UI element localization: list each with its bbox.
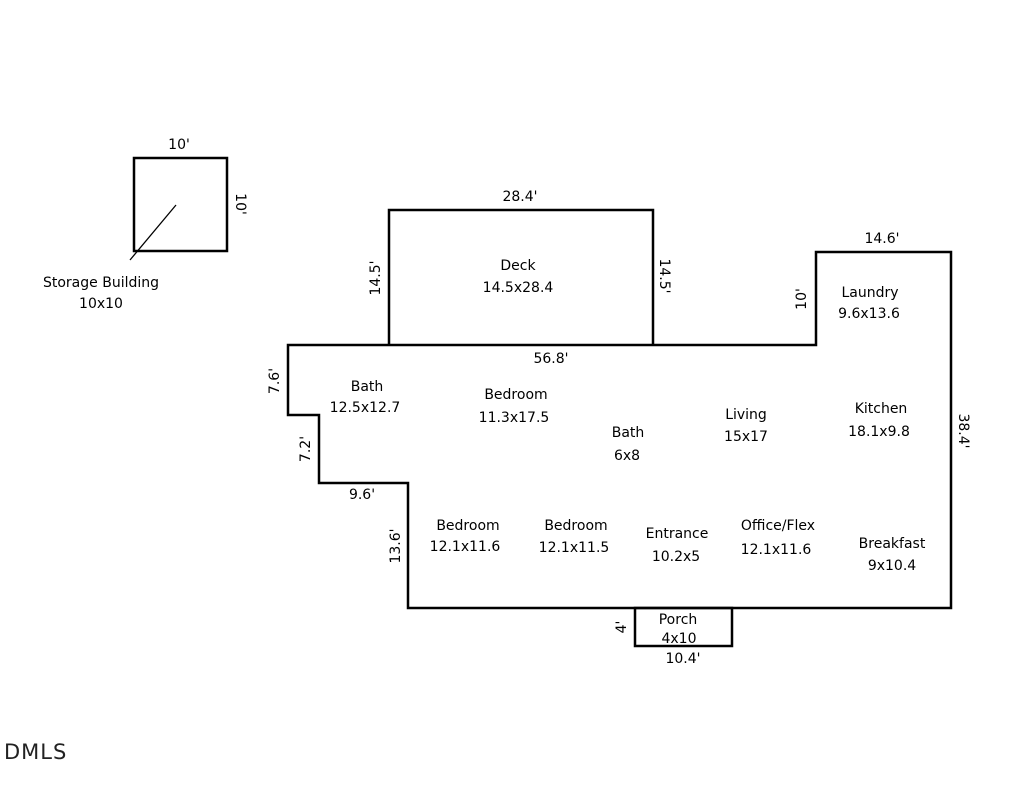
house: 56.8' 7.6' 7.2' 9.6' 13.6' 38.4' 14.6' 1… (267, 231, 971, 610)
step-dimension: 9.6' (349, 487, 375, 503)
porch-size: 4x10 (661, 631, 696, 647)
laundry-size: 9.6x13.6 (838, 306, 900, 322)
bedroom-size: 12.1x11.6 (430, 539, 501, 555)
breakfast-label: Breakfast (859, 536, 926, 552)
storage-label: Storage Building (43, 275, 159, 291)
storage-top-dimension: 10' (168, 137, 190, 153)
bath-label: Bath (351, 379, 384, 395)
porch: Porch 4x10 4' 10.4' (614, 606, 734, 667)
storage-right-dimension: 10' (232, 193, 248, 215)
bath-size: 12.5x12.7 (330, 400, 401, 416)
living-size: 15x17 (724, 429, 768, 445)
laundry-left-dimension: 10' (794, 288, 810, 310)
bedroom-size: 11.3x17.5 (479, 410, 550, 426)
deck-top-dimension: 28.4' (502, 189, 537, 205)
porch-outline (633, 606, 734, 648)
laundry-label: Laundry (841, 285, 898, 301)
deck-size: 14.5x28.4 (483, 280, 554, 296)
back-wall-dimension: 56.8' (533, 351, 568, 367)
office-label: Office/Flex (741, 518, 815, 534)
storage-size: 10x10 (79, 296, 123, 312)
laundry-top-dimension: 14.6' (864, 231, 899, 247)
house-outline (286, 250, 953, 610)
porch-label: Porch (659, 612, 698, 628)
bedroom-label: Bedroom (484, 387, 547, 403)
entrance-size: 10.2x5 (652, 549, 700, 565)
left-mid-dimension: 7.2' (298, 436, 314, 462)
deck-left-dimension: 14.5' (368, 260, 384, 295)
kitchen-size: 18.1x9.8 (848, 424, 910, 440)
left-lower-dimension: 13.6' (388, 528, 404, 563)
living-label: Living (725, 407, 767, 423)
bath-size: 6x8 (614, 448, 640, 464)
right-dimension: 38.4' (955, 413, 971, 448)
porch-left-dimension: 4' (614, 621, 630, 634)
bedroom-label: Bedroom (436, 518, 499, 534)
deck-outline (387, 208, 655, 345)
deck-right-dimension: 14.5' (656, 258, 672, 293)
porch-bottom-dimension: 10.4' (665, 651, 700, 667)
office-size: 12.1x11.6 (741, 542, 812, 558)
deck: 28.4' 14.5' 14.5' Deck 14.5x28.4 (368, 189, 672, 345)
kitchen-label: Kitchen (855, 401, 908, 417)
bedroom-label: Bedroom (544, 518, 607, 534)
storage-building: 10' 10' Storage Building 10x10 (43, 137, 248, 312)
storage-diagonal (129, 204, 177, 261)
bedroom-size: 12.1x11.5 (539, 540, 610, 556)
mls-logo: DMLS (4, 740, 68, 764)
breakfast-size: 9x10.4 (868, 558, 916, 574)
bath-label: Bath (612, 425, 645, 441)
deck-label: Deck (500, 258, 536, 274)
storage-outline (132, 156, 229, 253)
entrance-label: Entrance (646, 526, 709, 542)
left-upper-dimension: 7.6' (267, 368, 283, 394)
